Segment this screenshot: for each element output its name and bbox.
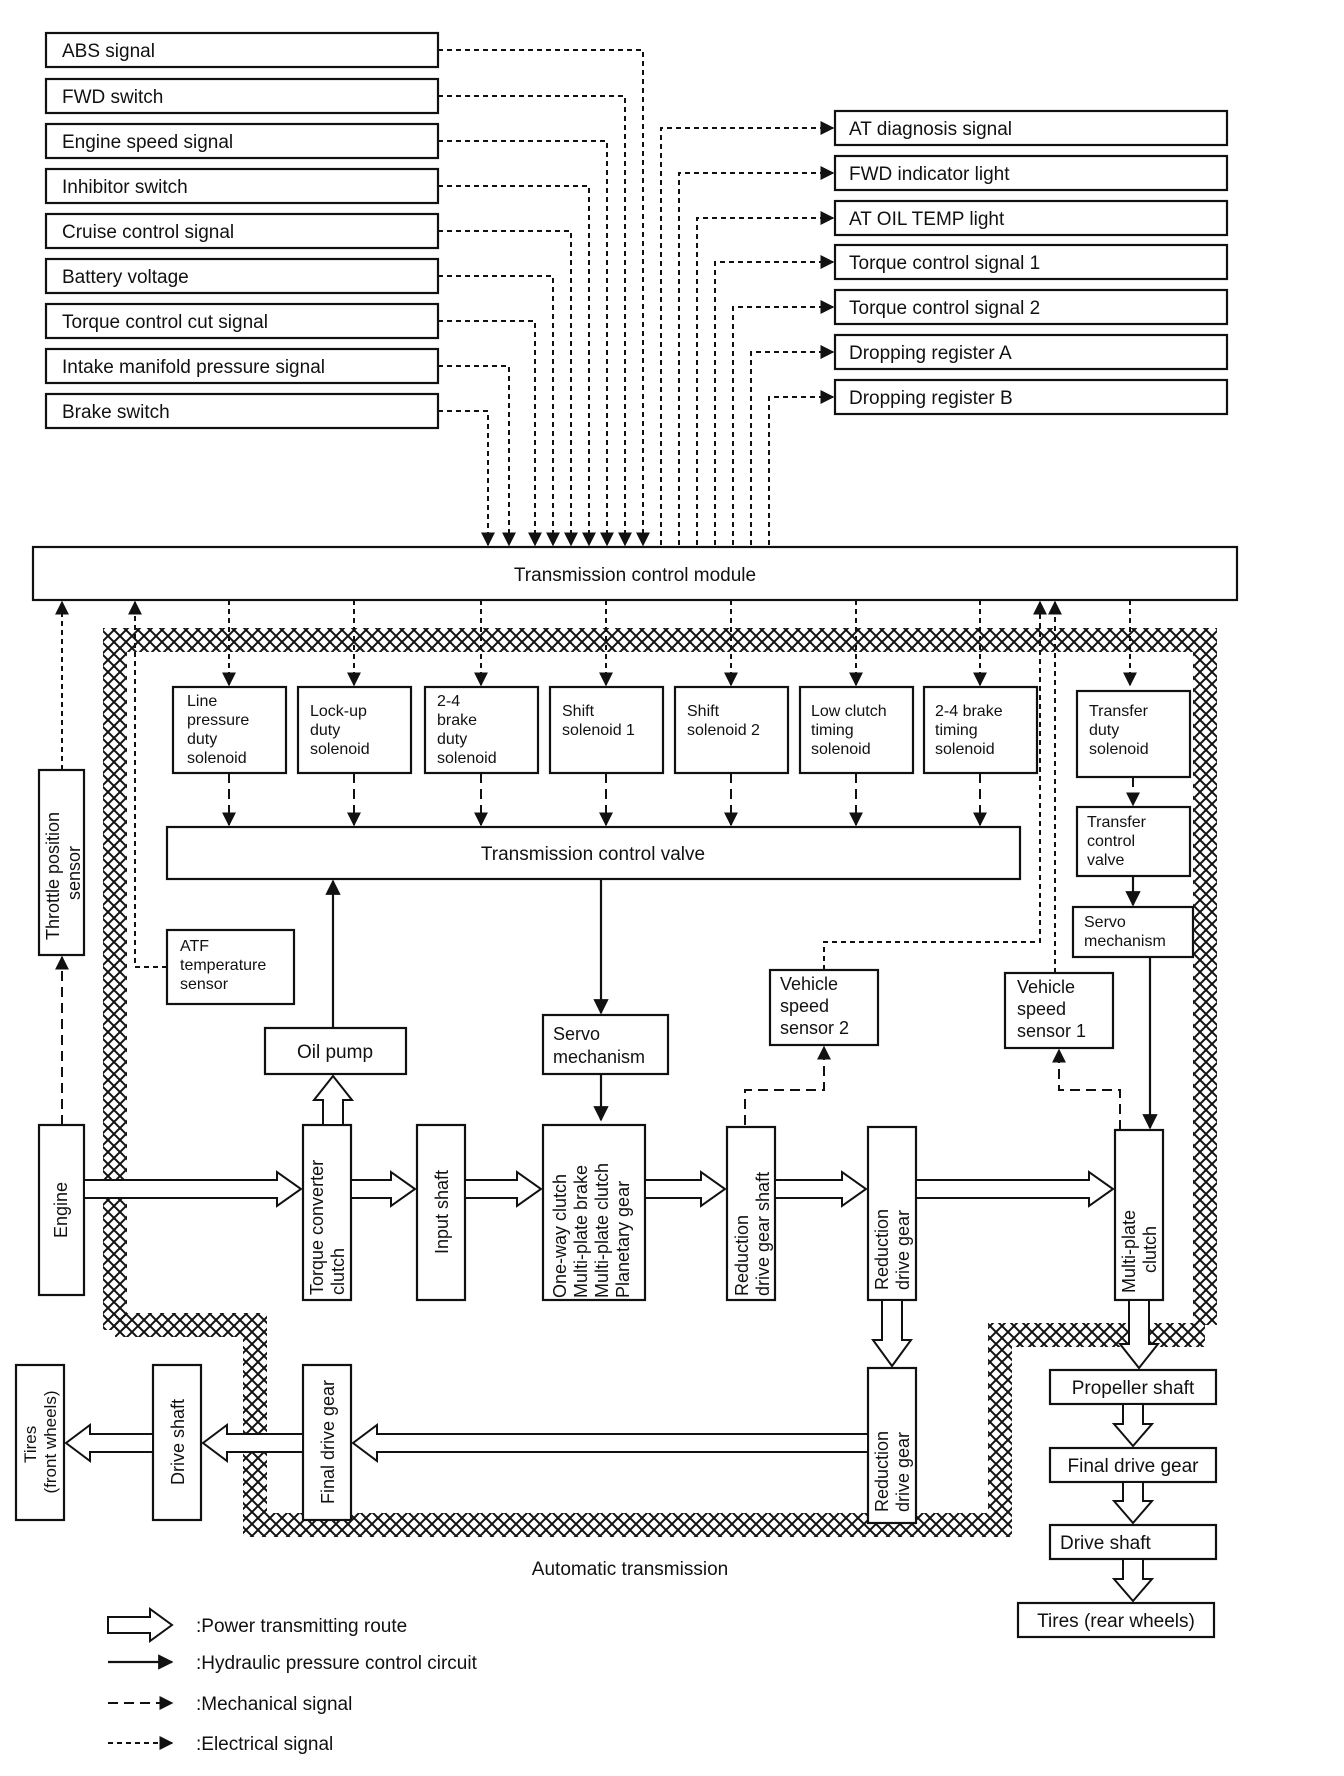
input-torque-control-cut-signal: Torque control cut signal [62,312,268,333]
servo-center-box [541,1013,670,1076]
legend-power-symbol [107,1607,174,1643]
input-inhibitor-switch: Inhibitor switch [62,177,188,198]
solenoid-low-clutch-timing: Low clutch timing solenoid [811,703,891,758]
multiplate-clutch-label: Multi-plate clutch [1119,1205,1160,1293]
input-brake-switch: Brake switch [62,402,170,423]
tires-front-box [14,1363,66,1522]
solenoid-transfer-duty: Transfer duty solenoid [1089,703,1152,758]
solenoid-2-4-brake-timing: 2-4 brake timing solenoid [935,703,1007,758]
input-shaft-label: Input shaft [432,1170,452,1254]
shaft-to-vss2-line [744,1045,831,1125]
solenoid-line-pressure: Line pressure duty solenoid [187,693,254,767]
solenoid-2-4-brake-duty: 2-4 brake duty solenoid [437,693,497,767]
power-route-arrows [64,1074,1161,1603]
reduction-shaft-box [725,1125,777,1302]
tires-rear-box [1016,1601,1216,1639]
clutch-to-vss1-line [1052,1048,1121,1130]
solenoid-shift-2: Shift solenoid 2 [687,703,760,739]
tcm-label: Transmission control module [514,565,756,586]
vss2-to-tcm-line [823,600,1047,970]
tcm-box [31,545,1239,602]
output-dropping-register-b: Dropping register B [849,388,1013,409]
propeller-shaft-label: Propeller shaft [1072,1378,1195,1399]
drive-shaft-front-box [151,1363,203,1522]
propeller-shaft-box [1048,1368,1218,1406]
final-drive-front-label: Final drive gear [318,1380,338,1504]
input-abs-signal: ABS signal [62,41,155,62]
oil-pump-label: Oil pump [297,1042,373,1063]
automatic-transmission-boundary [103,628,1217,1537]
atf-sensor-box [165,928,296,1006]
drive-shaft-rear-label: Drive shaft [1060,1533,1152,1554]
solenoid-shift-1: Shift solenoid 1 [562,703,635,739]
tires-rear-label: Tires (rear wheels) [1037,1611,1195,1632]
reduction-gear-bottom-box [866,1366,918,1525]
solenoid-lock-up: Lock-up duty solenoid [310,703,371,758]
output-dropping-register-a: Dropping register A [849,343,1012,364]
torque-converter-box [301,1123,353,1302]
transfer-control-valve-box [1075,805,1192,878]
multiplate-clutch-box [1113,1128,1165,1302]
transfer-control-valve-label: Transfer control valve [1087,814,1150,869]
input-shaft-box [415,1123,467,1302]
input-battery-voltage: Battery voltage [62,267,189,288]
planetary-box [541,1123,647,1302]
legend-hydraulic-label: :Hydraulic pressure control circuit [196,1653,478,1674]
reduction-gear-bottom-label: Reduction drive gear [872,1426,913,1512]
vss2-box [768,968,880,1047]
servo-center-label: Servo mechanism [553,1024,645,1067]
output-signal-boxes [833,109,1229,416]
torque-converter-label: Torque converter clutch [307,1155,348,1295]
final-drive-rear-label: Final drive gear [1068,1456,1200,1477]
output-signal-lines [660,121,835,545]
vss2-label: Vehicle speed sensor 2 [780,974,849,1038]
tires-front-label: Tires (front wheels) [21,1391,60,1494]
drive-shaft-front-label: Drive shaft [168,1399,188,1485]
legend-mechanical-label: :Mechanical signal [196,1694,352,1715]
input-engine-speed-signal: Engine speed signal [62,132,233,153]
input-fwd-switch: FWD switch [62,87,163,108]
engine-label: Engine [51,1182,71,1238]
input-cruise-control-signal: Cruise control signal [62,222,234,243]
vss1-box [1003,971,1115,1050]
input-signal-lines [438,49,650,547]
reduction-shaft-label: Reduction drive gear shaft [732,1172,773,1296]
output-torque-control-signal-1: Torque control signal 1 [849,253,1040,274]
legend-electrical-label: :Electrical signal [196,1734,333,1755]
solenoid-to-valve-lines [222,773,1140,827]
servo-right-box [1071,905,1195,959]
output-at-diagnosis-signal: AT diagnosis signal [849,119,1012,140]
automatic-transmission-label: Automatic transmission [532,1559,728,1580]
servo-right-label: Servo mechanism [1084,914,1166,950]
atf-sensor-label: ATF temperature sensor [180,938,271,993]
planetary-label: One-way clutch Multi-plate brake Multi-p… [550,1158,633,1298]
output-at-oil-temp-light: AT OIL TEMP light [849,209,1005,230]
solenoid-boxes [171,685,1192,779]
output-torque-control-signal-2: Torque control signal 2 [849,298,1040,319]
reduction-gear-top-box [866,1125,918,1302]
vss1-label: Vehicle speed sensor 1 [1017,977,1086,1041]
throttle-sensor-label: Throttle position sensor [43,807,84,940]
engine-box [37,1123,86,1297]
control-valve-box [165,825,1022,881]
legend [107,1607,174,1750]
atf-to-tcm-line [128,600,167,968]
legend-power-label: :Power transmitting route [196,1616,407,1637]
reduction-gear-top-label: Reduction drive gear [872,1204,913,1290]
final-drive-rear-box [1048,1446,1218,1484]
output-fwd-indicator-light: FWD indicator light [849,164,1010,185]
control-valve-label: Transmission control valve [481,844,705,865]
oil-pump-box [263,1026,408,1076]
input-intake-manifold-pressure-signal: Intake manifold pressure signal [62,357,325,378]
